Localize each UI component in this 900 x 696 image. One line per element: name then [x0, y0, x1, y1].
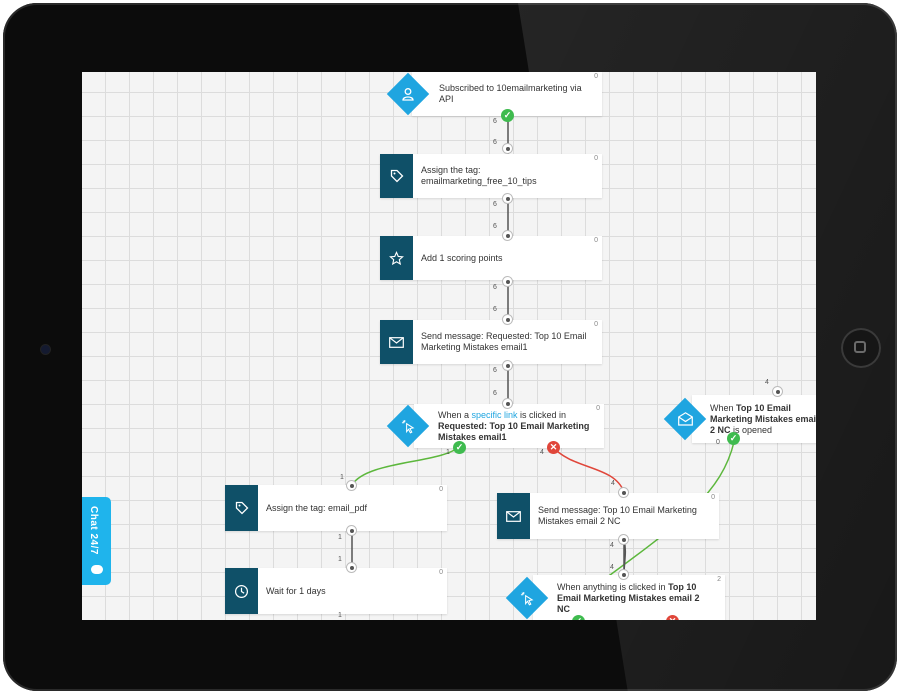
node-count: 0 — [439, 569, 443, 576]
specific-link[interactable]: specific link — [471, 409, 518, 420]
trigger-email-opened[interactable]: When Top 10 Email Marketing Mistakes ema… — [663, 395, 816, 443]
node-label: Assign the tag: email_pdf — [266, 502, 368, 513]
node-label: Assign the tag: emailmarketing_free_10_t… — [421, 165, 537, 186]
trigger-subscribed[interactable]: Subscribed to 10emailmarketing via API 0 — [386, 72, 602, 116]
node-count: 0 — [594, 73, 598, 80]
open-envelope-icon — [670, 404, 700, 434]
chat-bubble-icon — [91, 565, 103, 574]
node-count: 0 — [594, 237, 598, 244]
connector-count: 1 — [338, 556, 342, 563]
connector-dot[interactable] — [619, 488, 628, 497]
star-icon — [380, 236, 413, 280]
camera — [41, 345, 50, 354]
chat-widget-button[interactable]: Chat 24/7 — [82, 497, 111, 585]
node-label: Add 1 scoring points — [421, 252, 503, 263]
trigger-label: When Top 10 Email Marketing Mistakes ema… — [710, 402, 816, 435]
connector-count: 6 — [493, 223, 497, 230]
trigger-label: Subscribed to 10emailmarketing via API — [439, 83, 582, 104]
connector-count: 6 — [493, 367, 497, 374]
action-wait[interactable]: Wait for 1 days 0 — [225, 568, 447, 614]
no-cross-icon: ✕ — [666, 615, 679, 620]
node-count: 0 — [439, 486, 443, 493]
connector-lines — [351, 116, 779, 579]
no-connector — [551, 445, 625, 493]
action-add-scoring[interactable]: Add 1 scoring points 0 — [380, 236, 602, 280]
connector-dot[interactable] — [503, 144, 512, 153]
connector-dot[interactable] — [503, 361, 512, 370]
connector-count: 4 — [610, 564, 614, 571]
node-count: 0 — [711, 494, 715, 501]
user-icon — [393, 79, 423, 109]
yes-check-icon: ✓ — [453, 441, 466, 454]
connector-dot[interactable] — [503, 315, 512, 324]
connector-count: 1 — [446, 449, 450, 456]
connector-count: 1 — [338, 534, 342, 541]
action-assign-tag[interactable]: Assign the tag: emailmarketing_free_10_t… — [380, 154, 602, 198]
connector-dot[interactable] — [347, 563, 356, 572]
connector-dot[interactable] — [773, 387, 782, 396]
node-count: 0 — [596, 405, 600, 412]
connector-count: 4 — [610, 542, 614, 549]
home-button[interactable] — [841, 328, 881, 368]
connector-count: 6 — [493, 284, 497, 291]
connector-count: 1 — [338, 612, 342, 619]
connector-dot[interactable] — [503, 399, 512, 408]
connector-count: 4 — [611, 480, 615, 487]
node-count: 2 — [717, 576, 721, 583]
connector-count: 4 — [765, 379, 769, 386]
action-assign-tag-pdf[interactable]: Assign the tag: email_pdf 0 — [225, 485, 447, 531]
click-icon — [393, 411, 423, 441]
node-label: Wait for 1 days — [266, 585, 326, 596]
connector-dot[interactable] — [619, 535, 628, 544]
connector-dot[interactable] — [503, 231, 512, 240]
connector-dot[interactable] — [503, 277, 512, 286]
trigger-label: When anything is clicked in Top 10 Email… — [557, 581, 700, 614]
action-send-message-2[interactable]: Send message: Top 10 Email Marketing Mis… — [497, 493, 719, 539]
yes-check-icon: ✓ — [501, 109, 514, 122]
clock-icon — [225, 568, 258, 614]
connector-count: 0 — [716, 439, 720, 446]
connector-dot[interactable] — [619, 570, 628, 579]
connector-dot[interactable] — [347, 526, 356, 535]
node-label: Send message: Requested: Top 10 Email Ma… — [421, 331, 587, 352]
connector-count: 4 — [540, 449, 544, 456]
node-count: 0 — [594, 321, 598, 328]
yes-check-icon: ✓ — [572, 615, 585, 620]
trigger-anything-clicked[interactable]: When anything is clicked in Top 10 Email… — [505, 575, 725, 620]
no-cross-icon: ✕ — [547, 441, 560, 454]
chat-label: Chat 24/7 — [88, 506, 99, 555]
node-count: 0 — [594, 155, 598, 162]
connector-dot[interactable] — [503, 194, 512, 203]
connector-count: 6 — [493, 306, 497, 313]
connector-count: 6 — [493, 118, 497, 125]
connector-count: 6 — [493, 390, 497, 397]
connector-count: 6 — [493, 139, 497, 146]
connector-dot[interactable] — [347, 481, 356, 490]
connector-count: 6 — [493, 201, 497, 208]
envelope-icon — [380, 320, 413, 364]
action-send-message-1[interactable]: Send message: Requested: Top 10 Email Ma… — [380, 320, 602, 364]
tag-icon — [225, 485, 258, 531]
trigger-label: When a specific link is clicked in Reque… — [438, 409, 590, 442]
workflow-canvas[interactable]: Subscribed to 10emailmarketing via API 0… — [82, 72, 816, 620]
yes-check-icon: ✓ — [727, 432, 740, 445]
click-icon — [512, 583, 542, 613]
node-label: Send message: Top 10 Email Marketing Mis… — [538, 505, 697, 526]
trigger-link-clicked[interactable]: When a specific link is clicked in Reque… — [386, 404, 604, 448]
tag-icon — [380, 154, 413, 198]
yes-connector — [351, 445, 461, 486]
connector-count: 1 — [340, 474, 344, 481]
envelope-icon — [497, 493, 530, 539]
